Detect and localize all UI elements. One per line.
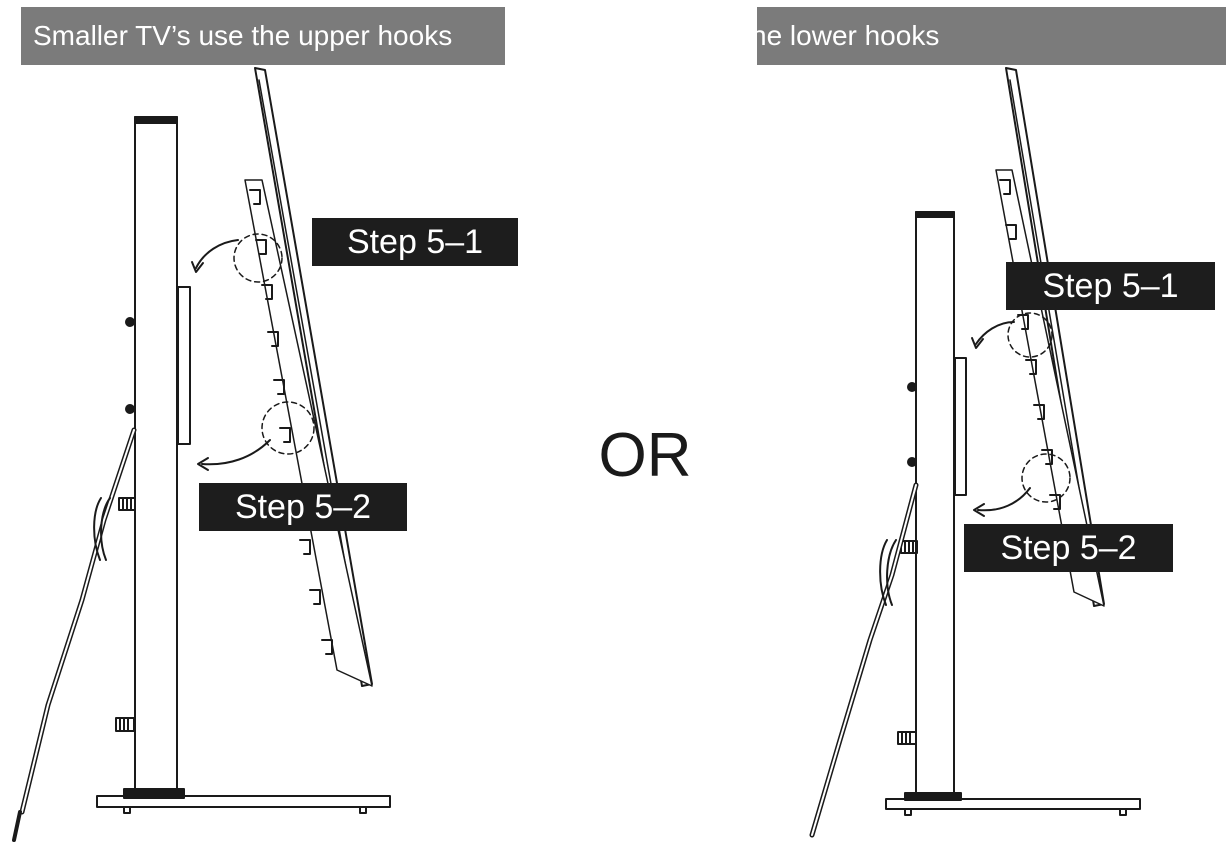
right-stand-base [885, 798, 1141, 810]
left-tv-panel [191, 67, 373, 687]
right-step-5-1-label: Step 5–1 [1006, 262, 1215, 310]
left-cable [19, 427, 137, 815]
right-grip-upper [900, 540, 918, 554]
right-step-5-2-label: Step 5–2 [964, 524, 1173, 572]
right-banner: he lower hooks [757, 7, 1226, 65]
right-stand-pole [915, 211, 955, 794]
right-grip-lower [897, 731, 917, 745]
left-grip-lower [115, 717, 135, 732]
left-grip-upper [118, 497, 136, 511]
or-separator: OR [598, 421, 692, 490]
left-stand-base [96, 795, 391, 808]
left-stand [12, 116, 391, 842]
left-mount-plate [177, 286, 191, 445]
left-step-5-1-label: Step 5–1 [312, 218, 518, 266]
left-stand-pole [134, 116, 178, 790]
left-step-5-2-label: Step 5–2 [199, 483, 407, 531]
right-mount-plate [954, 357, 967, 496]
right-stand [809, 211, 1141, 838]
left-banner: Smaller TV’s use the upper hooks [21, 7, 505, 65]
